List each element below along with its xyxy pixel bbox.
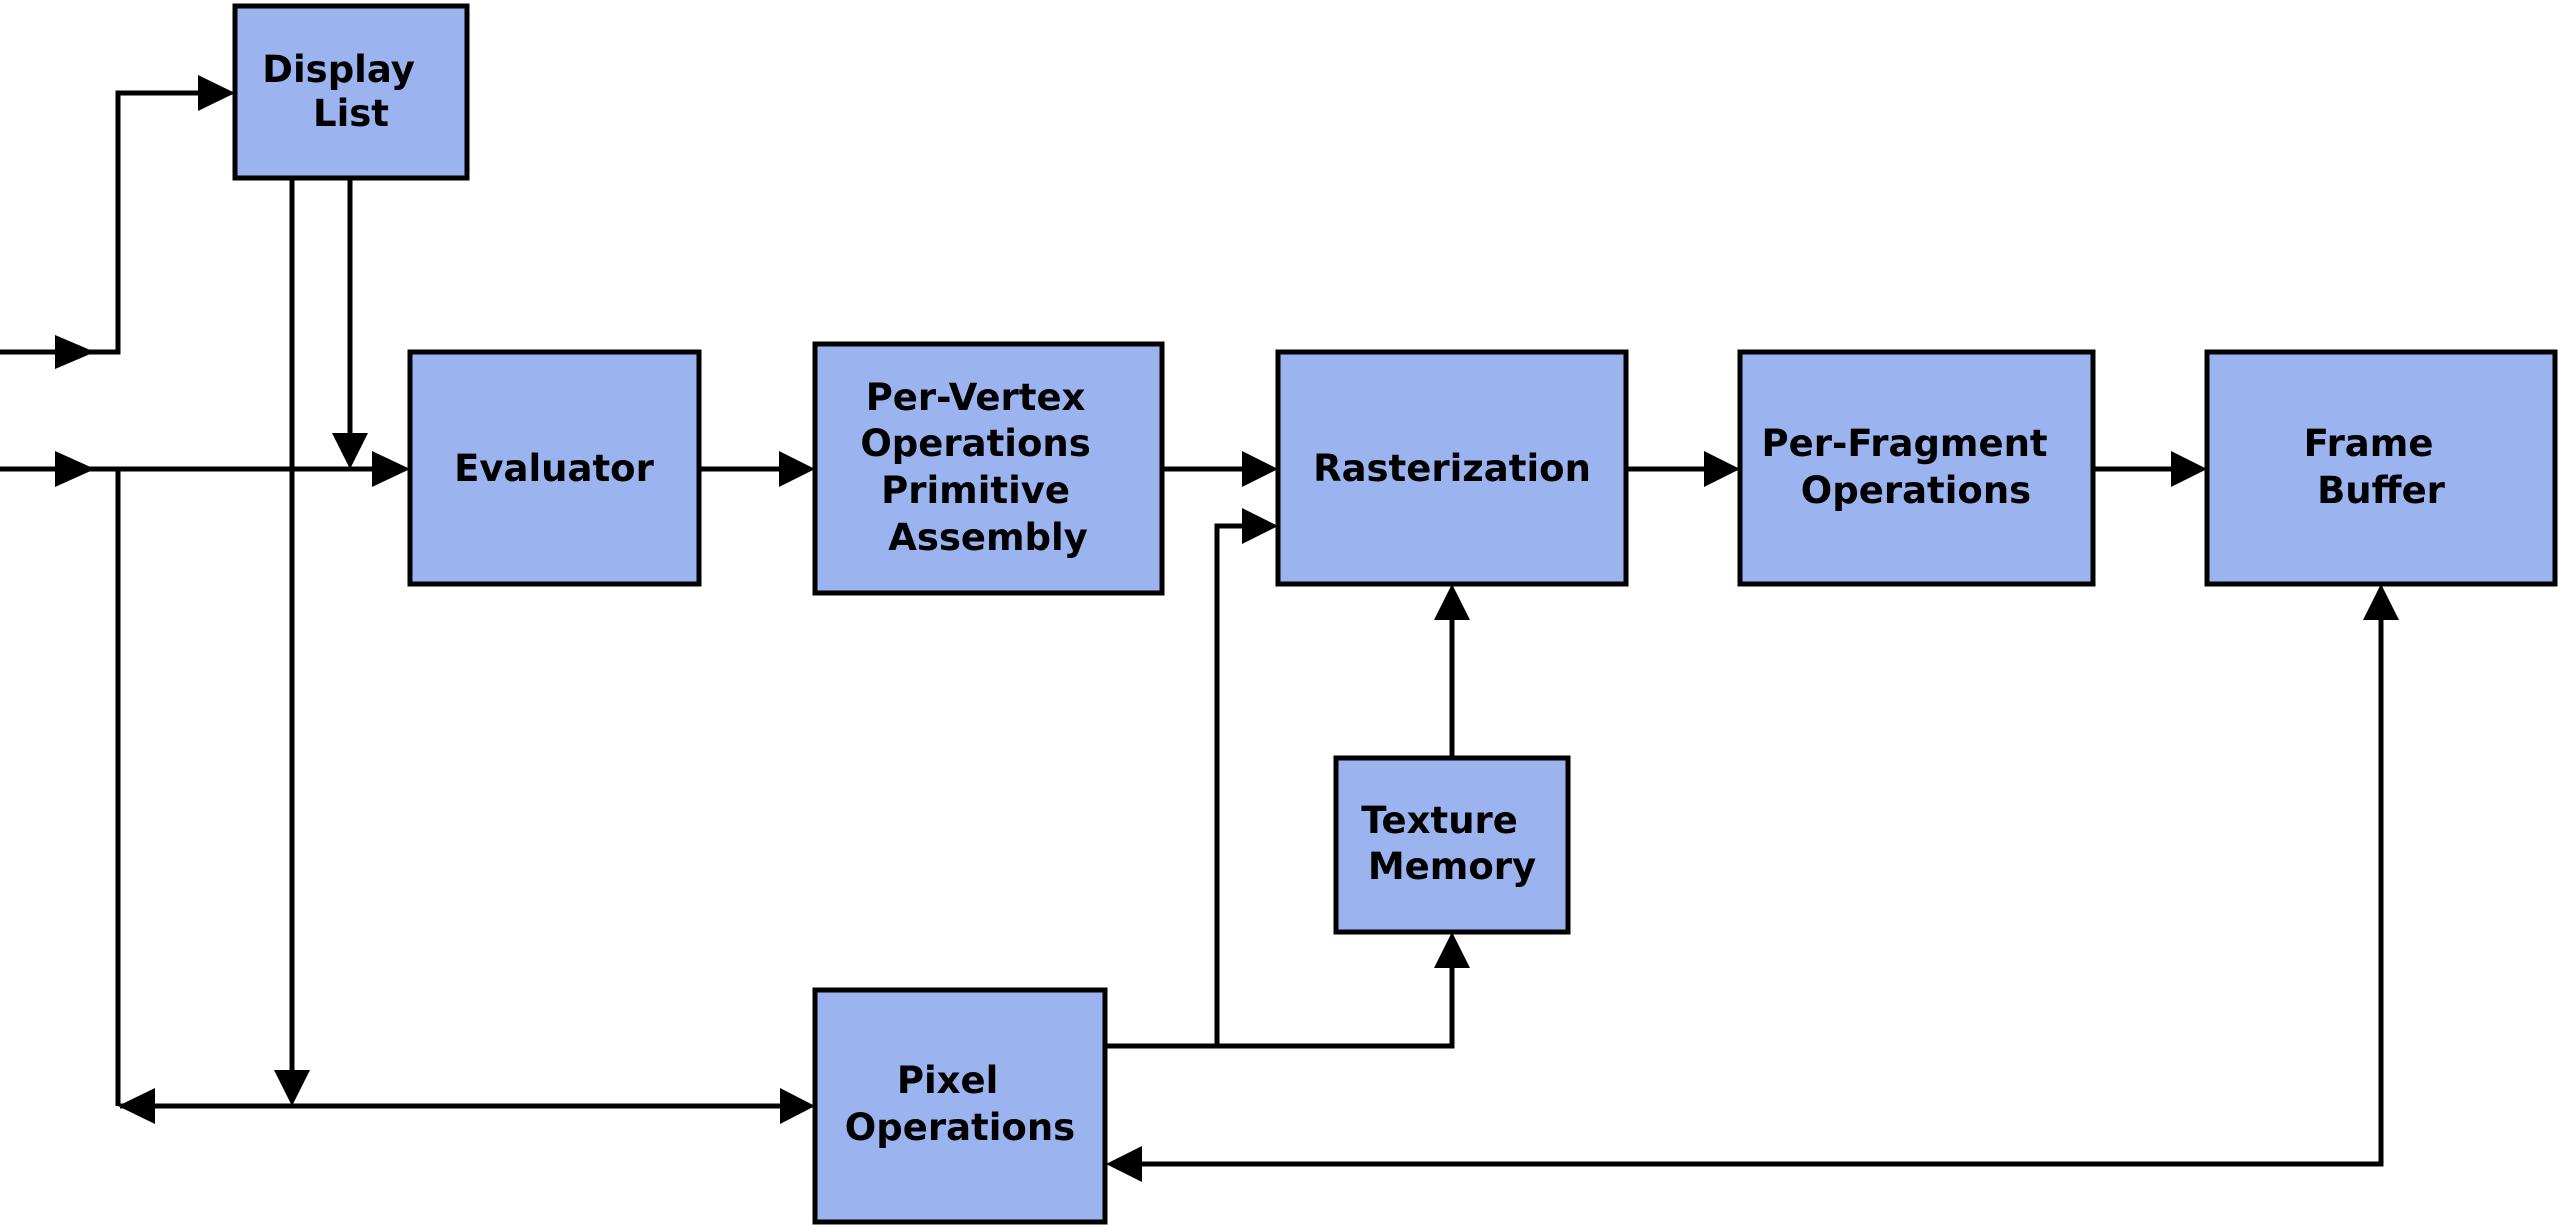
rasterization-label: Rasterization bbox=[1313, 447, 1591, 490]
node-rasterization: Rasterization bbox=[1275, 349, 1629, 587]
arrowhead-pixel-operations-in bbox=[780, 1088, 815, 1124]
node-display-list: Display List bbox=[232, 3, 470, 181]
display-list-label: Display List bbox=[262, 48, 427, 135]
arrowhead-rasterization-in-bottom bbox=[1434, 584, 1470, 620]
rasterization-box bbox=[1275, 349, 1629, 587]
texture-memory-label: Texture Memory bbox=[1361, 799, 1536, 888]
node-frame-buffer: Frame Buffer bbox=[2204, 349, 2558, 587]
arrowhead-evaluator-in bbox=[372, 451, 410, 487]
node-evaluator: Evaluator bbox=[407, 349, 702, 587]
arrowhead-rasterization-in-left bbox=[1242, 508, 1278, 544]
arrowhead-input-lower bbox=[55, 451, 95, 487]
texture-memory-box bbox=[1333, 755, 1571, 935]
edge-pixel-operations-to-texture-memory bbox=[1217, 965, 1455, 1049]
arrowhead-display-list-to-evaluator bbox=[332, 433, 368, 469]
arrowhead-display-list-in bbox=[198, 75, 235, 111]
edge-frame-buffer-to-pixel-operations bbox=[1140, 610, 2384, 1167]
frame-buffer-box bbox=[2204, 349, 2558, 587]
evaluator-label: Evaluator bbox=[454, 447, 654, 490]
per-fragment-box bbox=[1737, 349, 2096, 587]
arrowhead-per-fragment-in bbox=[1704, 451, 1740, 487]
pixel-operations-box bbox=[812, 987, 1108, 1225]
pixel-operations-label: Pixel Operations bbox=[845, 1059, 1075, 1149]
arrowhead-pixel-operations-in-right bbox=[1106, 1146, 1142, 1182]
per-fragment-label: Per-Fragment Operations bbox=[1762, 422, 2061, 512]
node-per-vertex: Per-Vertex Operations Primitive Assembly bbox=[812, 341, 1165, 596]
arrowhead-frame-buffer-out bbox=[2363, 584, 2399, 620]
node-pixel-operations: Pixel Operations bbox=[812, 987, 1108, 1225]
frame-buffer-label: Frame Buffer bbox=[2304, 422, 2447, 512]
evaluator-box bbox=[407, 349, 702, 587]
arrowhead-display-list-to-pixel-bus bbox=[274, 1070, 310, 1106]
edge-input-upper-to-display-list bbox=[0, 90, 225, 355]
arrowhead-per-vertex-in bbox=[779, 451, 815, 487]
arrowhead-rasterization-in-top bbox=[1242, 451, 1278, 487]
per-vertex-box bbox=[812, 341, 1165, 596]
per-vertex-label: Per-Vertex Operations Primitive Assembly bbox=[860, 376, 1103, 559]
arrowhead-frame-buffer-in bbox=[2171, 451, 2207, 487]
edge-pixel-operations-to-rasterization bbox=[1106, 523, 1245, 1049]
connectors bbox=[0, 75, 2399, 1182]
arrowhead-input-upper bbox=[55, 335, 95, 369]
node-per-fragment: Per-Fragment Operations bbox=[1737, 349, 2096, 587]
arrowhead-texture-memory-in bbox=[1434, 932, 1470, 968]
display-list-box bbox=[232, 3, 470, 181]
node-texture-memory: Texture Memory bbox=[1333, 755, 1571, 935]
arrowhead-bus-left bbox=[118, 1088, 155, 1124]
